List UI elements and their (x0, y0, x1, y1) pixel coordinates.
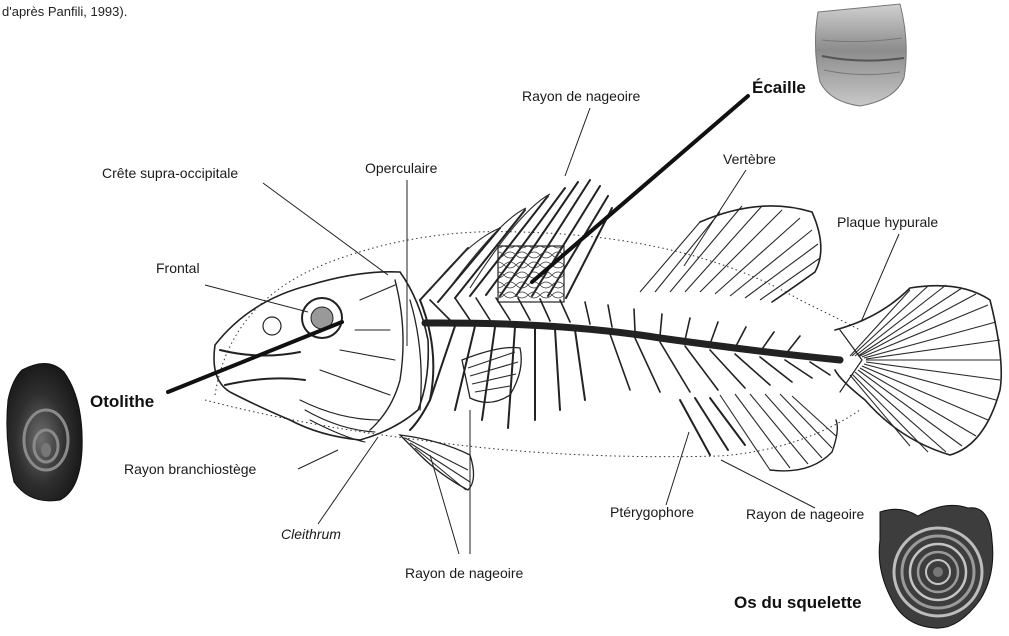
vertebral-column (425, 323, 840, 360)
otolith-photo (7, 363, 82, 500)
label-vertebre: Vertèbre (723, 151, 776, 167)
label-os-du-squelette: Os du squelette (734, 593, 862, 612)
skull (214, 272, 428, 442)
label-frontal: Frontal (156, 260, 200, 276)
label-rayon-dorsal: Rayon de nageoire (522, 88, 641, 104)
scale-photo (815, 4, 906, 106)
pelvic-fin (400, 435, 474, 490)
label-plaque-hypurale: Plaque hypurale (837, 214, 938, 230)
spines-and-ribs (430, 298, 830, 428)
label-cleithrum: Cleithrum (281, 526, 341, 542)
bone-photo (879, 505, 993, 628)
label-rayon-anal: Rayon de nageoire (746, 506, 865, 522)
source-caption: d'après Panfili, 1993). (2, 4, 127, 19)
label-otolithe: Otolithe (90, 392, 154, 411)
label-pterygophore: Ptérygophore (610, 504, 694, 520)
scale-patch (498, 246, 564, 302)
label-rayon-branchiostege: Rayon branchiostège (124, 461, 257, 477)
label-crete-supra-occipitale: Crête supra-occipitale (102, 165, 238, 181)
caudal-fin (835, 285, 1001, 455)
otolith-pointer (168, 322, 342, 392)
label-ecaille: Écaille (752, 78, 806, 97)
soft-dorsal-fin (640, 206, 821, 302)
label-operculaire: Operculaire (365, 160, 438, 176)
anal-fin (680, 394, 837, 471)
label-rayon-pelvien: Rayon de nageoire (405, 565, 524, 581)
leader-lines (205, 108, 899, 554)
